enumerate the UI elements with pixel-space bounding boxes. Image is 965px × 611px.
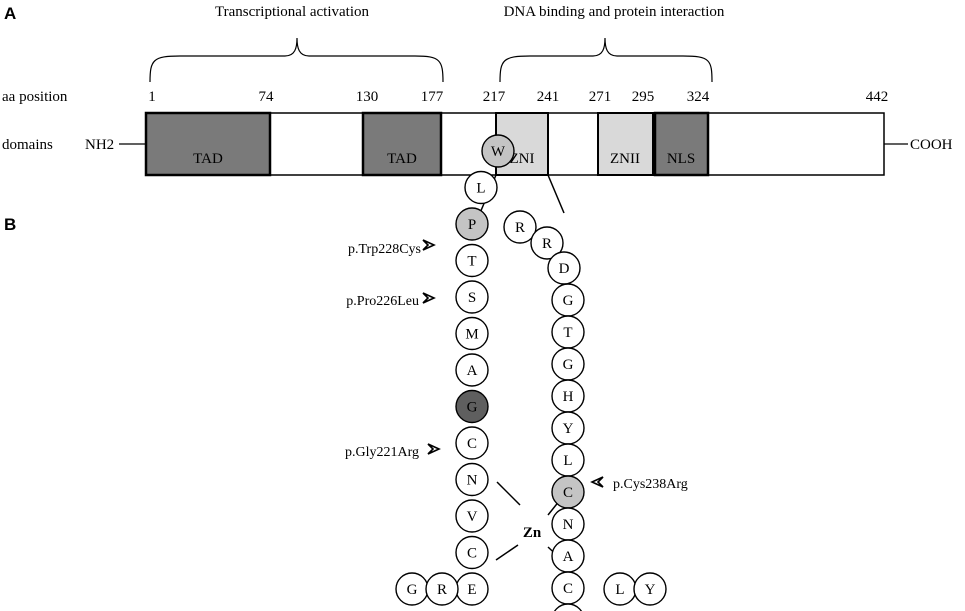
position-130: 130 bbox=[356, 89, 379, 105]
residue-right-0-circle bbox=[530, 226, 564, 260]
tad-domain-2-label: TAD bbox=[387, 151, 417, 167]
residue-left-4-letter: C bbox=[467, 436, 477, 452]
zn-finger-2-domain bbox=[597, 112, 654, 176]
zoom-line-right bbox=[547, 174, 565, 214]
residue-right-8-letter: C bbox=[563, 485, 573, 501]
aa-position-label: aa position bbox=[2, 89, 68, 105]
zn-finger-2-label: ZNII bbox=[610, 151, 640, 167]
nls-domain bbox=[653, 111, 710, 177]
residue-left-1-letter: C bbox=[467, 546, 477, 562]
transactivation-brace bbox=[149, 37, 444, 83]
mutation-label-pro226leu: p.Pro226Leu bbox=[346, 294, 419, 309]
zinc-ion-label: Zn bbox=[523, 525, 542, 541]
dna-binding-label: DNA binding and protein interaction bbox=[504, 4, 725, 20]
residue-left-0-letter: E bbox=[467, 582, 476, 598]
zinc-finger-residues: ECVNCGAMSTPLWRRDGTGHYLCNACGGRLY bbox=[395, 134, 667, 611]
residue-left-tail-0-letter: G bbox=[407, 582, 418, 598]
domains-label: domains bbox=[2, 137, 53, 153]
position-217: 217 bbox=[483, 89, 506, 105]
residue-left-9-letter: T bbox=[467, 254, 476, 270]
residue-right-2-letter: G bbox=[563, 293, 574, 309]
transactivation-label: Transcriptional activation bbox=[215, 4, 369, 20]
position-295: 295 bbox=[632, 89, 655, 105]
mutation-label-cys238arg: p.Cys238Arg bbox=[613, 477, 688, 492]
residue-left-6-circle bbox=[455, 353, 489, 387]
residue-left-5-circle bbox=[455, 389, 489, 424]
mutation-arrow-gly221arg bbox=[427, 443, 441, 455]
residue-right-11-letter: C bbox=[563, 581, 573, 597]
residue-right-10-letter: A bbox=[563, 549, 574, 565]
nls-domain-label: NLS bbox=[667, 151, 695, 167]
residue-right-0-letter: R bbox=[542, 236, 552, 252]
residue-left-9-circle bbox=[455, 243, 489, 278]
residue-left-11-circle bbox=[464, 170, 498, 205]
residue-left-5-letter: G bbox=[467, 400, 478, 416]
residue-right-6-letter: Y bbox=[563, 421, 574, 437]
position-324: 324 bbox=[687, 89, 710, 105]
position-1: 1 bbox=[148, 89, 156, 105]
mutation-label-gly221arg: p.Gly221Arg bbox=[345, 445, 419, 460]
mutation-arrow-trp228cys bbox=[422, 239, 436, 251]
position-271: 271 bbox=[589, 89, 612, 105]
tad-domain-1-label: TAD bbox=[193, 151, 223, 167]
mutation-arrow-cys238arg bbox=[590, 476, 604, 488]
residue-right-5-letter: H bbox=[563, 389, 574, 405]
residue-left-8-circle bbox=[455, 280, 489, 314]
position-74: 74 bbox=[259, 89, 275, 105]
mutation-arrow-pro226leu bbox=[422, 292, 436, 304]
mutation-label-trp228cys: p.Trp228Cys bbox=[348, 242, 421, 257]
residue-left-12-letter: W bbox=[491, 144, 506, 160]
residue-left-2-circle bbox=[455, 499, 489, 533]
panel-b-letter: B bbox=[4, 215, 16, 234]
n-terminus-label: NH2 bbox=[85, 137, 114, 153]
residue-left-7-circle bbox=[455, 316, 489, 351]
residue-left-3-circle bbox=[455, 462, 489, 497]
residue-left-tail-1-letter: R bbox=[437, 582, 447, 598]
residue-left-1-circle bbox=[455, 535, 489, 570]
zn-finger-1-label: ZNI bbox=[510, 151, 535, 167]
tad-domain-2 bbox=[361, 111, 443, 177]
residue-top-letter: R bbox=[515, 220, 525, 236]
position-241: 241 bbox=[537, 89, 560, 105]
residue-right-tail-0-letter: L bbox=[615, 582, 624, 598]
position-442: 442 bbox=[866, 89, 889, 105]
residue-left-11-letter: L bbox=[476, 181, 485, 197]
residue-left-4-circle bbox=[455, 426, 489, 460]
position-177: 177 bbox=[421, 89, 444, 105]
residue-left-10-circle bbox=[455, 207, 489, 241]
zinc-coordination-lines bbox=[495, 481, 566, 564]
residue-right-tail-1-letter: Y bbox=[645, 582, 656, 598]
residue-left-2-letter: V bbox=[467, 509, 478, 525]
residue-right-12-circle bbox=[553, 603, 583, 611]
residue-left-10-letter: P bbox=[468, 217, 476, 233]
residue-right-7-letter: L bbox=[563, 453, 572, 469]
residue-right-3-letter: T bbox=[563, 325, 572, 341]
residue-left-7-letter: M bbox=[465, 327, 478, 343]
residue-right-9-letter: N bbox=[563, 517, 574, 533]
residue-top-circle bbox=[503, 210, 537, 244]
residue-left-tail-1-circle bbox=[425, 572, 459, 606]
residue-right-tail-1-circle bbox=[633, 572, 667, 606]
residue-left-12-circle bbox=[481, 134, 515, 168]
dna-binding-brace bbox=[499, 37, 713, 83]
c-terminus-label: COOH bbox=[910, 137, 953, 153]
residue-left-6-letter: A bbox=[467, 363, 478, 379]
residue-right-4-letter: G bbox=[563, 357, 574, 373]
residue-left-8-letter: S bbox=[468, 290, 476, 306]
panel-a-letter: A bbox=[4, 4, 16, 23]
residue-right-1-letter: D bbox=[559, 261, 570, 277]
residue-left-3-letter: N bbox=[467, 473, 478, 489]
tad-domain-1 bbox=[144, 111, 272, 177]
